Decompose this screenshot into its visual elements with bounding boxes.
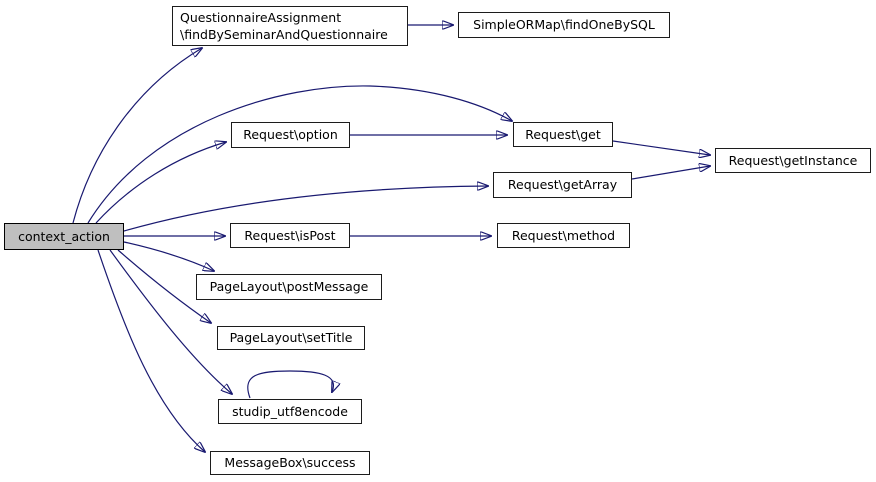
edge-context-action-to-pagelayout-postmessage xyxy=(123,241,214,271)
edge-context-action-to-studip-utf8encode xyxy=(109,249,232,394)
node-studip-utf8encode[interactable]: studip_utf8encode xyxy=(218,399,362,424)
edge-context-action-to-pagelayout-settitle xyxy=(117,249,211,323)
node-pagelayout-settitle[interactable]: PageLayout\setTitle xyxy=(217,326,365,350)
node-questionnaire-assignment-findbyseminarandquestionnaire[interactable]: QuestionnaireAssignment \findBySeminarAn… xyxy=(172,6,408,46)
edge-studip-utf8encode-self-loop xyxy=(247,370,334,399)
edge-context-action-to-request-option xyxy=(95,142,226,224)
node-request-get[interactable]: Request\get xyxy=(513,122,613,147)
edge-context-action-to-messagebox-success xyxy=(97,249,205,452)
node-request-getinstance[interactable]: Request\getInstance xyxy=(715,148,871,173)
edge-context-action-to-request-get xyxy=(87,85,512,224)
node-request-method[interactable]: Request\method xyxy=(497,223,630,248)
node-simpleormap-findonebysql[interactable]: SimpleORMap\findOneBySQL xyxy=(458,12,670,38)
node-pagelayout-postmessage[interactable]: PageLayout\postMessage xyxy=(196,274,382,300)
edge-request-get-to-request-getinstance xyxy=(612,140,710,155)
node-messagebox-success[interactable]: MessageBox\success xyxy=(210,451,370,475)
node-request-option[interactable]: Request\option xyxy=(231,122,350,148)
node-context-action: context_action xyxy=(4,223,124,250)
node-request-ispost[interactable]: Request\isPost xyxy=(230,223,350,248)
edge-context-action-to-request-getarray xyxy=(123,186,488,232)
edge-request-getarray-to-request-getinstance xyxy=(631,166,710,180)
node-request-getarray[interactable]: Request\getArray xyxy=(493,172,632,198)
edge-context-action-to-questionnaire-assignment xyxy=(72,48,202,224)
